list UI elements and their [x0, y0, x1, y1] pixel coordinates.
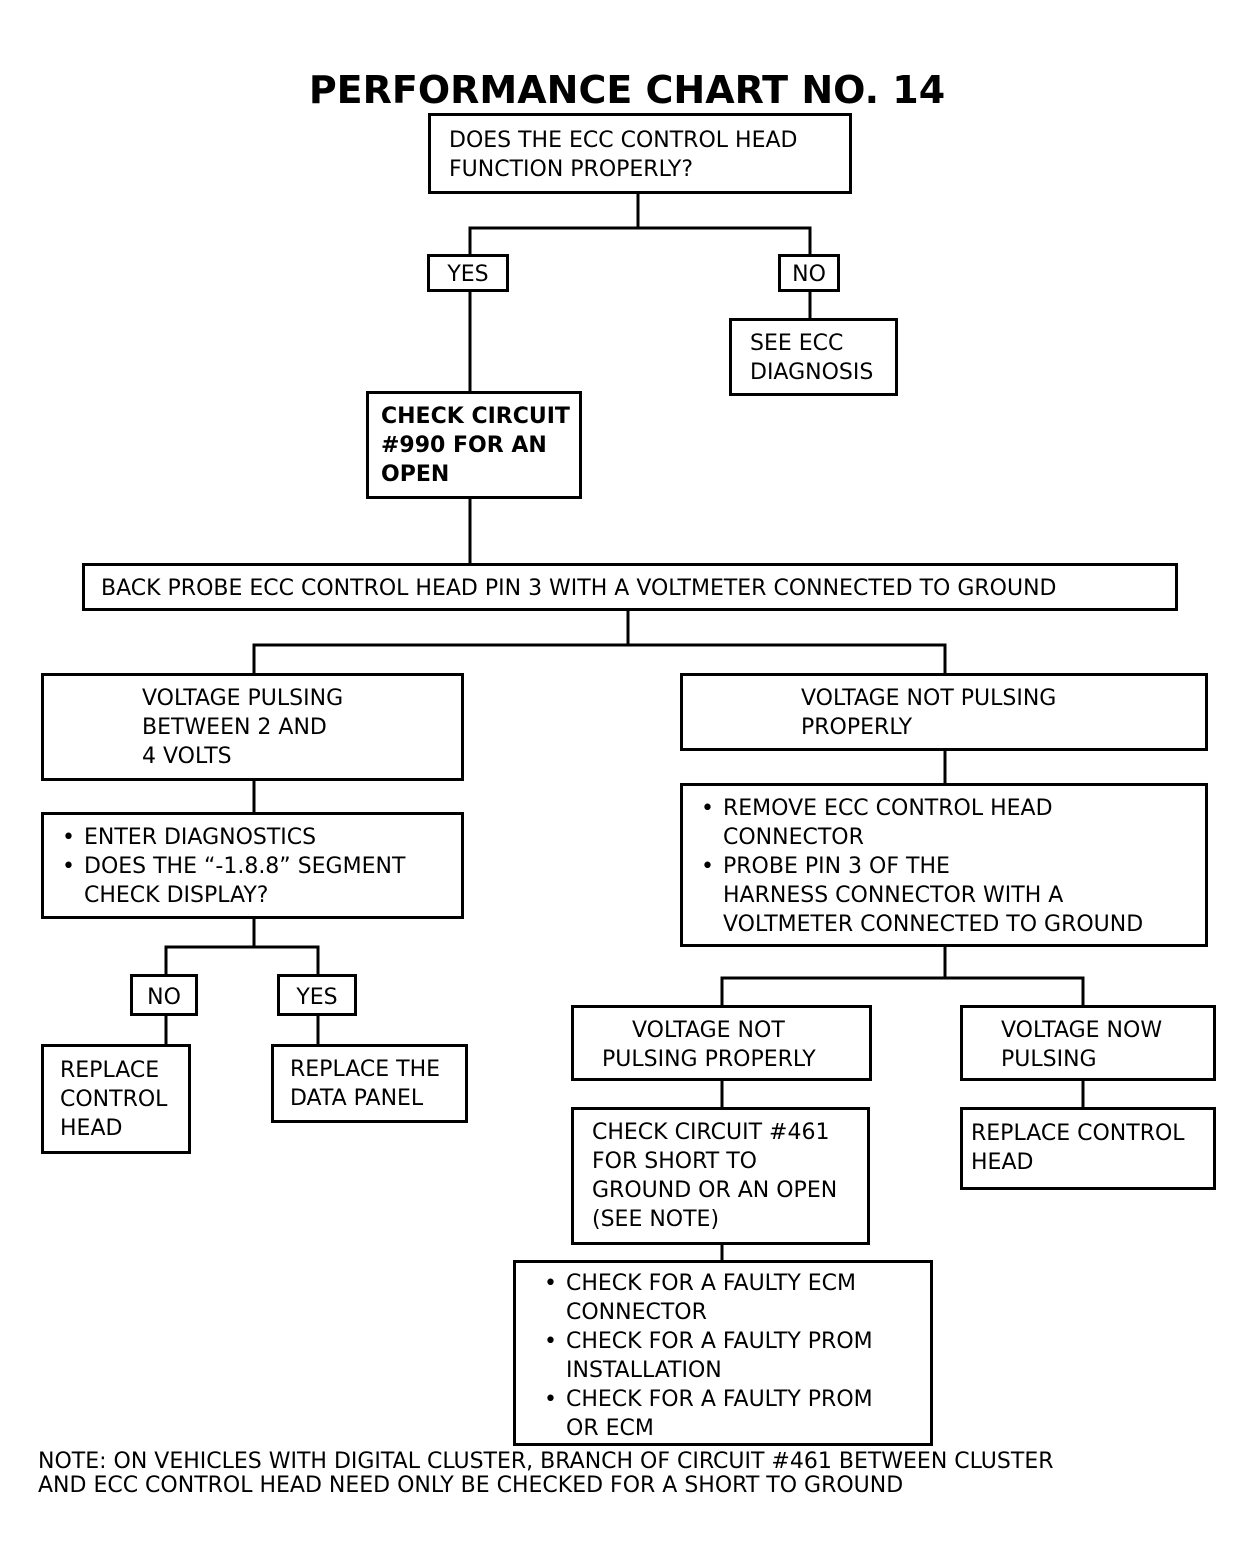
connector-backprobe-split	[252, 643, 947, 674]
connector-remove-split	[720, 976, 1085, 1006]
box-replace-control-head-2: REPLACE CONTROL HEAD	[960, 1107, 1216, 1190]
label-yes-2: YES	[277, 974, 357, 1016]
text-line: FOR SHORT TO	[592, 1149, 757, 1174]
text-line: DIAGNOSIS	[750, 360, 874, 385]
label-yes: YES	[427, 254, 509, 292]
question-control-head: DOES THE ECC CONTROL HEAD FUNCTION PROPE…	[428, 113, 852, 194]
text-line: CONNECTOR	[566, 1300, 707, 1325]
text-line: CHECK FOR A FAULTY PROM	[566, 1329, 873, 1354]
text-line: VOLTAGE NOT PULSING	[801, 686, 1057, 711]
text-line: DOES THE ECC CONTROL HEAD	[449, 128, 798, 153]
text-line: OR ECM	[566, 1416, 654, 1441]
text-line: BETWEEN 2 AND	[142, 715, 327, 740]
box-voltage-not-pulsing-2: VOLTAGE NOT PULSING PROPERLY	[571, 1005, 872, 1081]
text-line: REPLACE THE	[290, 1057, 441, 1082]
text-line: INSTALLATION	[566, 1358, 722, 1383]
text-line: CHECK FOR A FAULTY PROM	[566, 1387, 873, 1412]
note-line: NOTE: ON VEHICLES WITH DIGITAL CLUSTER, …	[38, 1449, 1054, 1474]
text-line: HEAD	[60, 1116, 123, 1141]
diagnostics-list: ENTER DIAGNOSTICS DOES THE “-1.8.8” SEGM…	[62, 823, 447, 910]
label-no-2: NO	[130, 974, 198, 1016]
footnote: NOTE: ON VEHICLES WITH DIGITAL CLUSTER, …	[38, 1450, 1228, 1498]
text-line: PROBE PIN 3 OF THE	[723, 854, 950, 879]
text-line: HEAD	[971, 1150, 1034, 1175]
list-item: CHECK FOR A FAULTY PROM INSTALLATION	[544, 1327, 916, 1385]
box-check-circuit-461: CHECK CIRCUIT #461 FOR SHORT TO GROUND O…	[571, 1107, 870, 1245]
list-item: PROBE PIN 3 OF THE HARNESS CONNECTOR WIT…	[701, 852, 1191, 939]
text-line: VOLTAGE NOW	[1001, 1018, 1163, 1043]
text-line: CHECK CIRCUIT	[381, 404, 570, 429]
box-voltage-now-pulsing: VOLTAGE NOW PULSING	[960, 1005, 1216, 1081]
text-line: CONTROL	[60, 1087, 168, 1112]
text-line: FUNCTION PROPERLY?	[449, 157, 694, 182]
list-item: CHECK FOR A FAULTY PROM OR ECM	[544, 1385, 916, 1443]
box-enter-diagnostics: ENTER DIAGNOSTICS DOES THE “-1.8.8” SEGM…	[41, 812, 464, 919]
text-line: CHECK FOR A FAULTY ECM	[566, 1271, 857, 1296]
text-line: HARNESS CONNECTOR WITH A	[723, 883, 1064, 908]
box-back-probe: BACK PROBE ECC CONTROL HEAD PIN 3 WITH A…	[82, 563, 1178, 611]
text-line: PULSING PROPERLY	[602, 1047, 816, 1072]
list-item: CHECK FOR A FAULTY ECM CONNECTOR	[544, 1269, 916, 1327]
box-see-ecc-diagnosis: SEE ECC DIAGNOSIS	[729, 318, 898, 396]
text-line: REPLACE CONTROL	[971, 1121, 1185, 1146]
text-line: #990 FOR AN	[381, 433, 547, 458]
text-line: ENTER DIAGNOSTICS	[84, 825, 317, 850]
text-line: REMOVE ECC CONTROL HEAD	[723, 796, 1053, 821]
text-line: CHECK CIRCUIT #461	[592, 1120, 830, 1145]
list-item: ENTER DIAGNOSTICS	[62, 823, 447, 852]
text-line: VOLTAGE PULSING	[142, 686, 344, 711]
page-title: PERFORMANCE CHART NO. 14	[308, 68, 946, 112]
connector-q-yes-no	[468, 226, 812, 256]
box-replace-data-panel: REPLACE THE DATA PANEL	[271, 1044, 468, 1123]
text-line: VOLTAGE NOT	[632, 1018, 785, 1043]
text-line: (SEE NOTE)	[592, 1207, 720, 1232]
list-item: REMOVE ECC CONTROL HEAD CONNECTOR	[701, 794, 1191, 852]
box-voltage-not-pulsing: VOLTAGE NOT PULSING PROPERLY	[680, 673, 1208, 751]
box-voltage-pulsing: VOLTAGE PULSING BETWEEN 2 AND 4 VOLTS	[41, 673, 464, 781]
label-no: NO	[778, 254, 840, 292]
box-faulty-checks: CHECK FOR A FAULTY ECM CONNECTOR CHECK F…	[513, 1260, 933, 1446]
text-line: VOLTMETER CONNECTED TO GROUND	[723, 912, 1144, 937]
note-line: AND ECC CONTROL HEAD NEED ONLY BE CHECKE…	[38, 1473, 904, 1498]
text-line: DATA PANEL	[290, 1086, 424, 1111]
text-line: DOES THE “-1.8.8” SEGMENT	[84, 854, 406, 879]
text-line: GROUND OR AN OPEN	[592, 1178, 838, 1203]
text-line: REPLACE	[60, 1058, 160, 1083]
text-line: OPEN	[381, 462, 450, 487]
text-line: PULSING	[1001, 1047, 1097, 1072]
faulty-checks-list: CHECK FOR A FAULTY ECM CONNECTOR CHECK F…	[544, 1269, 916, 1443]
text-line: CHECK DISPLAY?	[84, 883, 269, 908]
list-item: DOES THE “-1.8.8” SEGMENT CHECK DISPLAY?	[62, 852, 447, 910]
remove-connector-list: REMOVE ECC CONTROL HEAD CONNECTOR PROBE …	[701, 794, 1191, 939]
box-check-circuit-990: CHECK CIRCUIT #990 FOR AN OPEN	[366, 391, 582, 499]
box-replace-control-head: REPLACE CONTROL HEAD	[41, 1044, 191, 1154]
text-line: PROPERLY	[801, 715, 913, 740]
text-line: SEE ECC	[750, 331, 844, 356]
connector-diag-split	[164, 945, 320, 975]
text-line: 4 VOLTS	[142, 744, 232, 769]
text-line: CONNECTOR	[723, 825, 864, 850]
box-remove-connector: REMOVE ECC CONTROL HEAD CONNECTOR PROBE …	[680, 783, 1208, 947]
